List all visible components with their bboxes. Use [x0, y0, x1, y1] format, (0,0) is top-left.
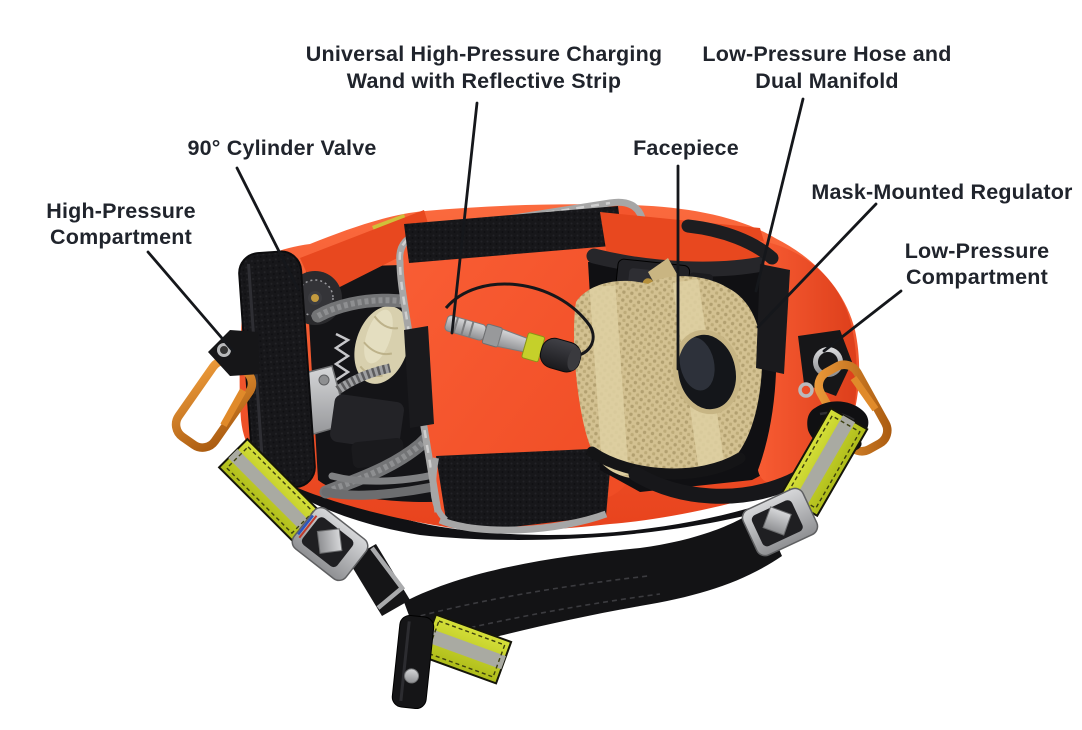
leader-hp-compartment — [146, 250, 235, 353]
label-facepiece: Facepiece — [633, 136, 739, 160]
leader-lp-hose — [754, 97, 805, 293]
label-hp-compartment: High-Pressure Compartment — [46, 199, 196, 249]
spring — [333, 332, 351, 382]
svg-text:Mask-Mounted Regulator: Mask-Mounted Regulator — [811, 180, 1073, 204]
flap-bottom-velcro — [436, 448, 612, 532]
label-lp-hose: Low-Pressure Hose and Dual Manifold — [702, 42, 951, 93]
left-attachment-tab — [208, 330, 260, 376]
t-handle-reflective — [419, 613, 513, 685]
svg-text:90° Cylinder Valve: 90° Cylinder Valve — [187, 136, 376, 160]
right-buckle — [741, 487, 819, 557]
right-reflective-strap — [779, 406, 869, 518]
flap-side-velcro — [404, 326, 434, 428]
facepiece-pouch — [573, 276, 763, 480]
svg-text:Wand with Reflective Strip: Wand with Reflective Strip — [347, 69, 621, 93]
svg-text:Facepiece: Facepiece — [633, 136, 739, 160]
left-reflective-strap — [217, 437, 323, 543]
svg-text:Compartment: Compartment — [50, 225, 192, 249]
strap-adjuster — [348, 544, 410, 616]
svg-text:High-Pressure: High-Pressure — [46, 199, 196, 223]
left-buckle — [291, 506, 369, 582]
right-attachment-tab — [798, 330, 852, 398]
labels: Universal High-Pressure Charging Wand wi… — [46, 42, 1073, 289]
svg-text:Compartment: Compartment — [906, 265, 1048, 289]
wrapped-cylinder — [354, 306, 410, 384]
screw — [404, 668, 420, 684]
t-handle — [391, 613, 513, 710]
leader-mask-regulator — [756, 202, 878, 329]
center-flap — [396, 198, 653, 534]
label-cylinder-valve: 90° Cylinder Valve — [187, 136, 376, 160]
leader-charging-wand — [450, 101, 479, 335]
label-mask-regulator: Mask-Mounted Regulator — [811, 180, 1073, 204]
label-lp-compartment: Low-Pressure Compartment — [905, 239, 1050, 289]
svg-text:Low-Pressure: Low-Pressure — [905, 239, 1050, 263]
coiled-hose — [335, 363, 391, 394]
facepiece-visor — [673, 329, 741, 415]
low-pressure-compartment — [573, 212, 806, 492]
charging-wand — [444, 282, 595, 373]
leader-lines — [146, 97, 903, 371]
svg-text:Low-Pressure Hose and: Low-Pressure Hose and — [702, 42, 951, 66]
label-charging-wand: Universal High-Pressure Charging Wand wi… — [306, 42, 662, 93]
svg-text:Universal High-Pressure Chargi: Universal High-Pressure Charging — [306, 42, 662, 66]
leader-lp-compartment — [822, 289, 903, 353]
right-end-velcro — [756, 264, 790, 374]
leader-cylinder-valve — [235, 166, 300, 291]
flap-top-velcro — [404, 206, 623, 263]
bag-illustration — [171, 198, 892, 710]
svg-text:Dual Manifold: Dual Manifold — [755, 69, 899, 93]
tether-cord — [444, 282, 595, 358]
